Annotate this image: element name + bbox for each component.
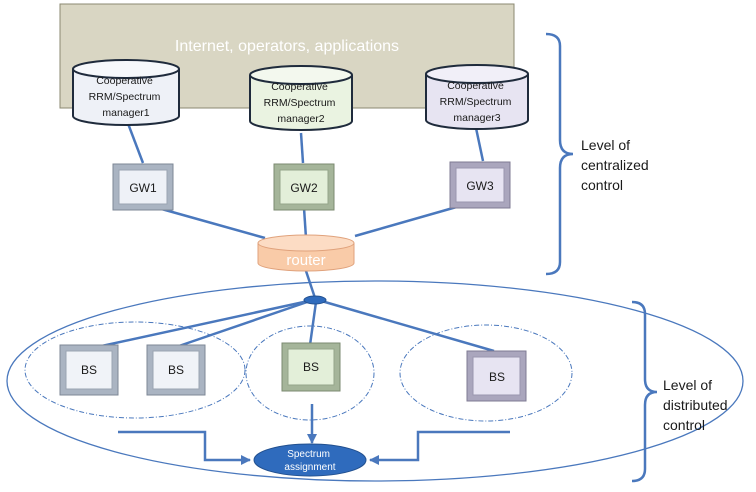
link-manager3-gw3 bbox=[474, 127, 485, 162]
manager2-body bbox=[249, 75, 353, 131]
gw1-label: GW1 bbox=[129, 181, 157, 195]
distributed-line3: control bbox=[663, 417, 705, 433]
cell-cluster-3 bbox=[399, 324, 573, 422]
assignment-arrows bbox=[118, 404, 510, 465]
base-station-4: BS bbox=[466, 350, 527, 402]
manager2-top bbox=[249, 65, 353, 85]
bs1-face bbox=[65, 350, 113, 390]
spectrum-ellipse bbox=[253, 443, 367, 477]
manager2-line2: RRM/Spectrum bbox=[264, 97, 336, 109]
base-station-1: BS bbox=[59, 344, 119, 396]
manager1-top bbox=[72, 59, 180, 79]
arrow-left bbox=[118, 430, 251, 465]
gateway-gw1: GW1 bbox=[112, 163, 174, 211]
bs3-label: BS bbox=[303, 360, 319, 374]
bs1-label: BS bbox=[81, 363, 97, 377]
link-gw3-router bbox=[354, 204, 461, 238]
centralized-level-label: Level of centralized control bbox=[581, 137, 653, 193]
bs3-face bbox=[287, 348, 335, 386]
distributed-level-label: Level of distributed control bbox=[663, 377, 731, 433]
gw2-face bbox=[279, 169, 329, 205]
router: router bbox=[257, 234, 355, 272]
centralized-line1: Level of bbox=[581, 137, 630, 153]
connections bbox=[96, 112, 495, 353]
gateway-gw2: GW2 bbox=[273, 163, 335, 211]
manager3-line3: manager3 bbox=[453, 112, 500, 124]
spectrum-label: Spectrum assignment bbox=[284, 449, 335, 473]
link-gw1-router bbox=[157, 206, 266, 240]
link-hub-bs2 bbox=[175, 298, 314, 349]
link-gw2-router bbox=[302, 207, 308, 239]
centralized-line3: control bbox=[581, 177, 623, 193]
distributed-line2: distributed bbox=[663, 397, 728, 413]
spectrum-line1: Spectrum bbox=[287, 449, 330, 460]
manager3-label: Cooperative RRM/Spectrum manager3 bbox=[440, 80, 515, 124]
router-label: router bbox=[286, 252, 325, 269]
base-station-3: BS bbox=[281, 342, 341, 392]
manager1: Cooperative RRM/Spectrum manager1 bbox=[72, 59, 180, 126]
hub-node bbox=[303, 295, 327, 305]
bs4-label: BS bbox=[489, 370, 505, 384]
router-top bbox=[257, 234, 355, 252]
manager3-top bbox=[425, 64, 529, 84]
gw3-face bbox=[455, 167, 505, 203]
link-hub-bs3 bbox=[308, 301, 318, 346]
distributed-brace bbox=[631, 300, 658, 483]
banner-text: Internet, operators, applications bbox=[175, 38, 399, 55]
manager3-line1: Cooperative bbox=[447, 80, 504, 92]
cell-cluster-1 bbox=[24, 321, 246, 419]
spectrum-assignment: Spectrum assignment bbox=[253, 443, 367, 477]
manager1-line2: RRM/Spectrum bbox=[89, 91, 161, 103]
bs2-label: BS bbox=[168, 363, 184, 377]
manager1-line1: Cooperative bbox=[96, 75, 153, 87]
manager1-line3: manager1 bbox=[102, 107, 149, 119]
link-hub-bs4 bbox=[317, 298, 495, 353]
centralized-brace bbox=[545, 32, 574, 276]
manager2-label: Cooperative RRM/Spectrum manager2 bbox=[264, 81, 339, 125]
cell-cluster-2 bbox=[245, 325, 375, 421]
manager2-line1: Cooperative bbox=[271, 81, 328, 93]
link-manager2-gw2 bbox=[299, 132, 305, 164]
centralized-line2: centralized bbox=[581, 157, 649, 173]
manager3-line2: RRM/Spectrum bbox=[440, 96, 512, 108]
manager2-line3: manager2 bbox=[277, 113, 324, 125]
manager3-body bbox=[425, 74, 529, 130]
manager1-label: Cooperative RRM/Spectrum manager1 bbox=[89, 75, 164, 119]
link-hub-bs1 bbox=[96, 298, 314, 349]
manager2: Cooperative RRM/Spectrum manager2 bbox=[249, 65, 353, 131]
spectrum-line2: assignment bbox=[284, 462, 335, 473]
manager1-body bbox=[72, 69, 180, 126]
gateway-gw3: GW3 bbox=[449, 161, 511, 209]
link-router-hub bbox=[303, 267, 317, 299]
bs2-face bbox=[152, 350, 200, 390]
distributed-line1: Level of bbox=[663, 377, 712, 393]
distributed-area-ellipse bbox=[6, 280, 744, 482]
manager3: Cooperative RRM/Spectrum manager3 bbox=[425, 64, 529, 130]
gw3-label: GW3 bbox=[466, 179, 494, 193]
base-station-2: BS bbox=[146, 344, 206, 396]
gw1-face bbox=[118, 169, 168, 205]
gw2-label: GW2 bbox=[290, 181, 318, 195]
bs4-face bbox=[472, 356, 521, 396]
arrow-right bbox=[369, 430, 510, 465]
